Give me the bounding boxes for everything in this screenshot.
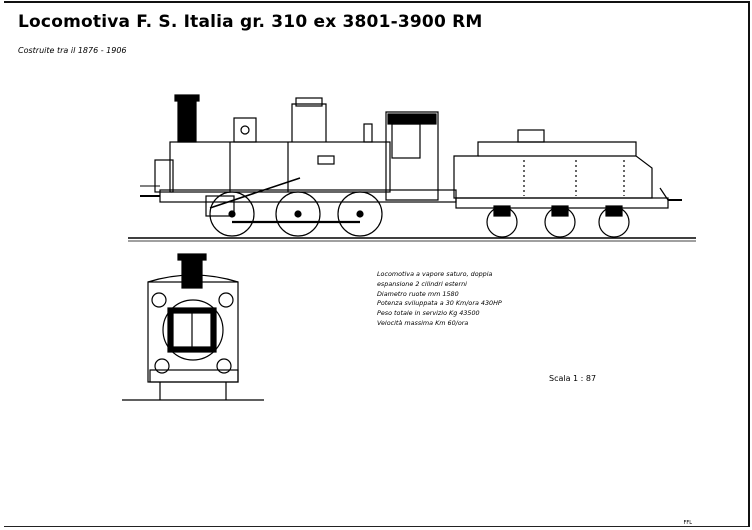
scale-label: Scala 1 : 87 <box>549 374 597 383</box>
construction-years: Costruite tra il 1876 - 1906 <box>18 46 127 55</box>
technical-specs: Locomotiva a vapore saturo, doppia espan… <box>377 270 502 329</box>
spec-line: Potenza sviluppata a 30 Km/ora 430HP <box>377 299 502 308</box>
sheet-border-right <box>748 1 750 527</box>
corner-mark: FFL <box>683 520 692 526</box>
spec-line: Peso totale in servizio Kg 43500 <box>377 309 480 318</box>
sheet-border-bottom <box>4 526 748 527</box>
spec-line: espansione 2 cilindri esterni <box>377 279 467 288</box>
spec-line: Velocità massima Km 60/ora <box>377 318 469 327</box>
spec-line: Diametro ruote mm 1580 <box>377 289 459 298</box>
drawing-title: Locomotiva F. S. Italia gr. 310 ex 3801-… <box>18 12 483 32</box>
sheet-border-top <box>4 1 748 3</box>
spec-line: Locomotiva a vapore saturo, doppia <box>377 270 493 278</box>
